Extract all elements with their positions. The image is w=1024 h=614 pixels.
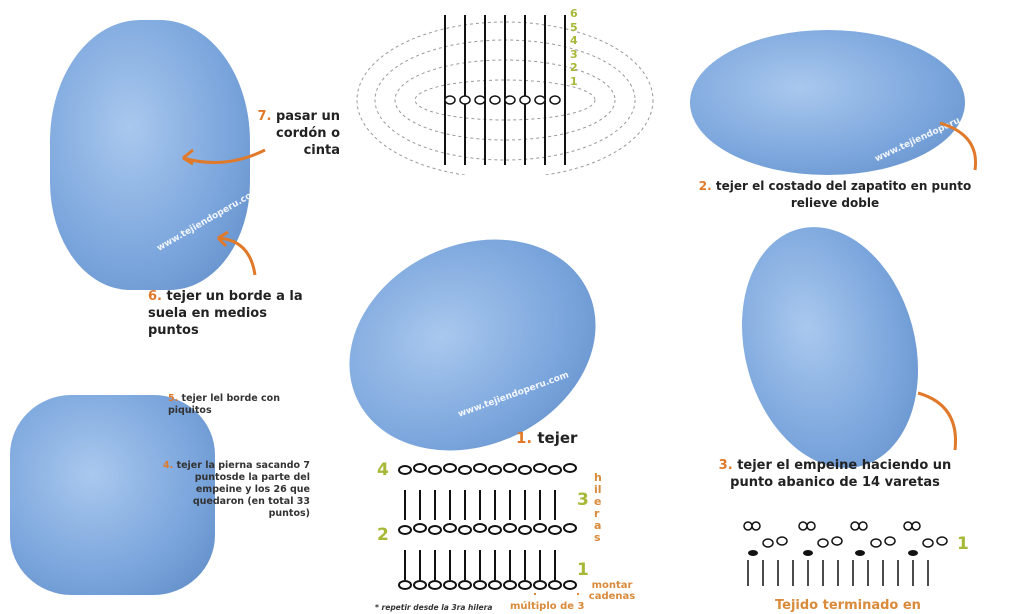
fan-caption: Tejido terminado en <box>775 598 921 613</box>
step-text: tejer el costado del zapatito en punto r… <box>715 179 972 210</box>
row-number: 5 <box>570 20 578 34</box>
step-1-label: 1. tejer <box>516 430 577 447</box>
row-number: 2 <box>570 61 578 74</box>
row-4-number: 4 <box>377 460 389 480</box>
step-2-label: 2. tejer el costado del zapatito en punt… <box>690 178 980 212</box>
step-6-label: 6. tejer un borde a la suela en medios p… <box>148 288 308 339</box>
step-4-label: 4. tejer la pierna sacando 7 puntosde la… <box>160 460 310 520</box>
row-2-number: 2 <box>377 525 389 545</box>
step-7-label: 7. pasar un cordón o cinta <box>250 108 340 159</box>
repeat-note: * repetir desde la 3ra hilera <box>375 603 493 612</box>
step-text: pasar un cordón o cinta <box>275 109 340 158</box>
row-number: 1 <box>570 74 578 88</box>
montar-cadenas-label: montar cadenas <box>588 580 636 602</box>
multiplo-label: múltiplo de 3 <box>510 601 585 612</box>
oval-row-numbers: 6 5 4 3 2 1 <box>570 7 578 88</box>
row-number: 3 <box>570 47 578 61</box>
arrow-icon <box>939 121 978 171</box>
step-number: 4. <box>163 460 174 471</box>
fan-row-number: 1 <box>957 534 969 554</box>
rows-crochet-diagram <box>398 463 579 595</box>
step-number: 7. <box>257 109 272 124</box>
arrow-icon <box>917 391 958 451</box>
side-photo <box>690 30 965 175</box>
step-5-label: 5. tejer lel borde con piquitos <box>168 393 298 417</box>
fan-crochet-diagram <box>743 521 948 586</box>
step-number: 1. <box>516 429 533 447</box>
step-text: tejer un borde a la suela en medios punt… <box>148 289 303 338</box>
sole-photo <box>314 200 631 490</box>
step-text: tejer lel borde con piquitos <box>168 393 280 416</box>
step-number: 3. <box>718 458 733 473</box>
bootie-photo-finished <box>10 395 215 595</box>
step-3-label: 3. tejer el empeine haciendo un punto ab… <box>700 457 970 491</box>
row-1-number: 1 <box>577 560 589 580</box>
bootie-photo-laced <box>50 20 250 290</box>
row-number: 4 <box>570 34 578 47</box>
row-number: 6 <box>570 7 578 20</box>
arrow-icon <box>182 148 266 166</box>
step-number: 2. <box>698 179 712 193</box>
step-number: 5. <box>168 393 179 404</box>
arrow-icon <box>216 230 257 276</box>
step-text: tejer <box>537 429 578 447</box>
hileras-label: hileras <box>594 471 602 544</box>
step-text: tejer el empeine haciendo un punto abani… <box>730 458 952 490</box>
oval-crochet-diagram <box>356 15 654 175</box>
step-text: tejer la pierna sacando 7 puntosde la pa… <box>176 460 310 519</box>
row-3-number: 3 <box>577 490 589 510</box>
step-number: 6. <box>148 289 162 304</box>
